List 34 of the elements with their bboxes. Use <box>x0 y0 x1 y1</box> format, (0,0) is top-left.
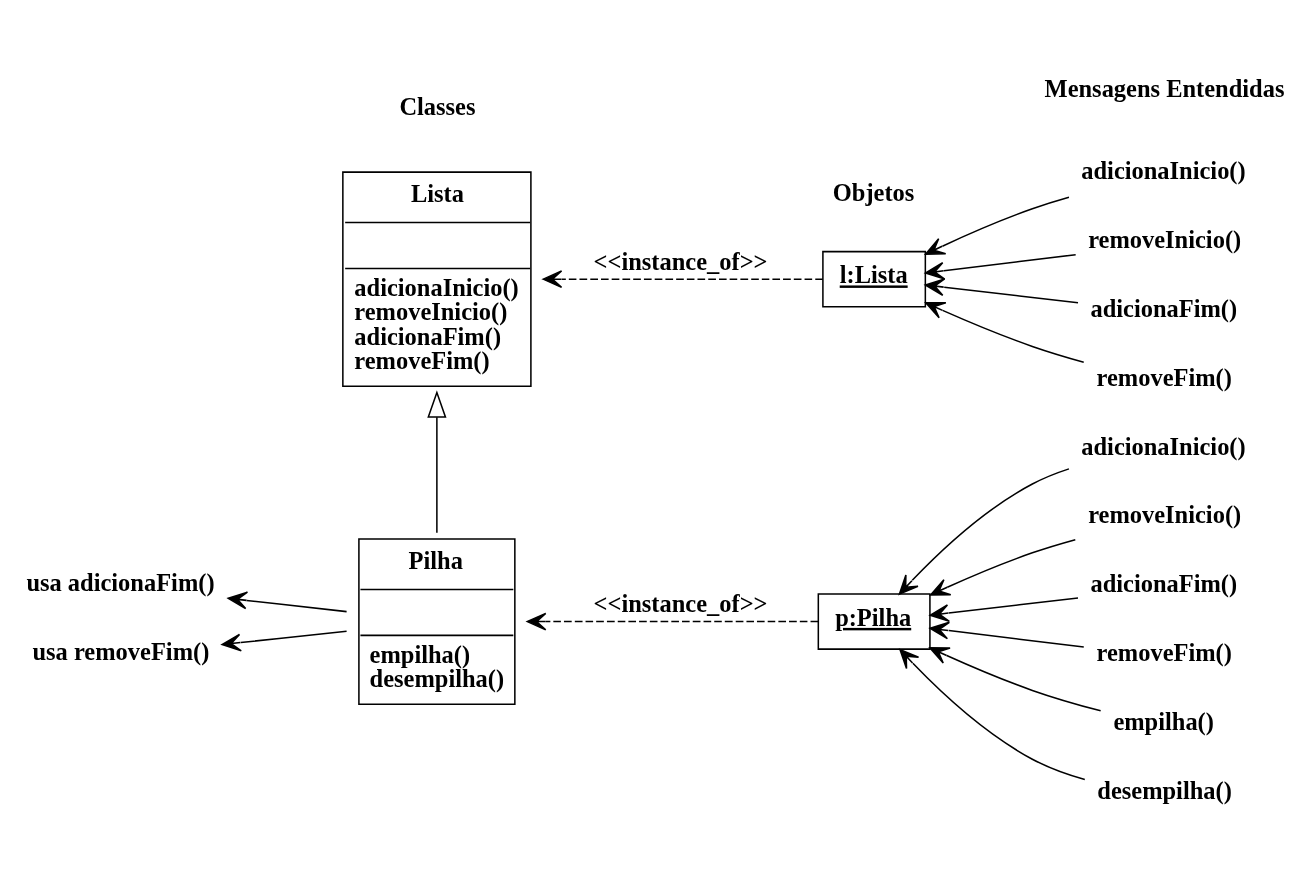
arrow <box>924 278 1079 304</box>
node-text: removeInicio() <box>1088 226 1242 254</box>
arrow <box>929 597 1079 623</box>
node-text: adicionaInicio() <box>1081 432 1246 460</box>
label: Objetos <box>832 178 915 206</box>
edge-label: <<instance_of>> <box>593 590 768 618</box>
arrow <box>929 647 1102 712</box>
node-text: removeInicio() <box>1088 501 1242 529</box>
arrow <box>924 196 1070 255</box>
node-text: empilha() <box>1113 707 1214 735</box>
arrow <box>227 591 348 613</box>
arrow <box>929 538 1077 596</box>
node-text: adicionaFim() <box>1090 295 1238 323</box>
node-text: usa adicionaFim() <box>26 568 215 596</box>
arrow <box>899 648 1086 781</box>
arrow <box>898 468 1070 595</box>
node-box: p:Pilha <box>817 593 931 650</box>
arrow <box>924 253 1077 280</box>
edge-label: <<instance_of>> <box>593 247 768 275</box>
label: Classes <box>399 93 476 121</box>
arrow <box>929 621 1085 648</box>
arrow <box>526 612 819 631</box>
label: Mensagens Entendidas <box>1044 74 1285 102</box>
node-box: l:Lista <box>822 250 927 308</box>
arrow <box>221 630 348 652</box>
node-text: removeFim() <box>1096 639 1232 667</box>
node-text: desempilha() <box>1097 776 1232 804</box>
node-text: adicionaInicio() <box>1081 157 1246 185</box>
arrow <box>924 302 1085 363</box>
arrow <box>427 390 447 534</box>
arrow <box>542 270 824 289</box>
node-text: usa removeFim() <box>32 637 210 665</box>
node-text: removeFim() <box>1096 363 1232 391</box>
node-text: adicionaFim() <box>1090 570 1238 598</box>
